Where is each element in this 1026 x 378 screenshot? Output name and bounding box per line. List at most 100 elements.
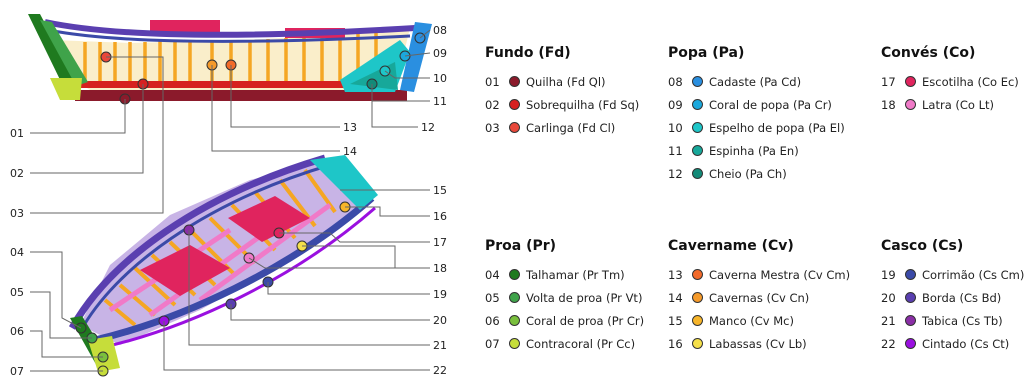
legend-label: Cavernas (Cv Cn) <box>709 290 810 305</box>
legend-label: Escotilha (Co Ec) <box>922 74 1019 89</box>
legend-number: 05 <box>485 290 500 305</box>
persp-hatch-2 <box>228 196 310 242</box>
legend-label: Coral de popa (Pa Cr) <box>709 97 832 112</box>
legend-item: 14 Cavernas (Cv Cn) <box>668 286 850 309</box>
legend-item: 09 Coral de popa (Pa Cr) <box>668 93 845 116</box>
legend-number: 04 <box>485 267 500 282</box>
legend-label: Corrimão (Cs Cm) <box>922 267 1025 282</box>
legend-label: Manco (Cv Mc) <box>709 313 794 328</box>
callout-01: 01 <box>10 127 24 140</box>
legend-item: 16 Labassas (Cv Lb) <box>668 332 850 355</box>
callout-17: 17 <box>433 236 447 249</box>
legend-label: Sobrequilha (Fd Sq) <box>526 97 640 112</box>
legend-number: 17 <box>881 74 896 89</box>
legend-label: Tabica (Cs Tb) <box>922 313 1003 328</box>
legend-label: Quilha (Fd Ql) <box>526 74 606 89</box>
swatch-tabica <box>905 315 916 326</box>
swatch-espelho-popa <box>692 122 703 133</box>
side-keelson <box>80 81 390 88</box>
swatch-carlinga <box>509 122 520 133</box>
callout-21: 21 <box>433 339 447 352</box>
legend-number: 10 <box>668 120 683 135</box>
legend-item: 06 Coral de proa (Pr Cr) <box>485 309 644 332</box>
legend-number: 11 <box>668 143 683 158</box>
legend-number: 02 <box>485 97 500 112</box>
legend-label: Espinha (Pa En) <box>709 143 799 158</box>
callout-07: 07 <box>10 365 24 378</box>
side-keel <box>75 90 407 101</box>
legend-number: 18 <box>881 97 896 112</box>
swatch-coral-popa <box>692 99 703 110</box>
callout-04: 04 <box>10 246 24 259</box>
legend-title: Proa (Pr) <box>485 238 557 254</box>
swatch-cintado <box>905 338 916 349</box>
callout-14: 14 <box>343 145 357 158</box>
legend-number: 13 <box>668 267 683 282</box>
legend-popa: Popa (Pa) 08 Cadaste (Pa Cd) 09 Coral de p… <box>668 45 845 185</box>
legend-label: Espelho de popa (Pa El) <box>709 120 845 135</box>
swatch-coral-proa <box>509 315 520 326</box>
persp-cintado <box>99 206 376 350</box>
legend-number: 01 <box>485 74 500 89</box>
swatch-latra <box>905 99 916 110</box>
persp-hatch-1 <box>140 245 230 296</box>
legend-label: Coral de proa (Pr Cr) <box>526 313 645 328</box>
perspective-view-boat <box>68 154 378 377</box>
legend-number: 22 <box>881 336 896 351</box>
legend-number: 16 <box>668 336 683 351</box>
legend-title: Popa (Pa) <box>668 45 745 61</box>
callout-numbers: 01 02 03 04 05 06 07 08 09 10 11 12 13 1… <box>10 24 447 378</box>
swatch-manco <box>692 315 703 326</box>
legend-number: 07 <box>485 336 500 351</box>
legend-item: 19 Corrimão (Cs Cm) <box>881 263 1024 286</box>
legend-label: Cadaste (Pa Cd) <box>709 74 802 89</box>
side-bow-knee <box>50 78 82 100</box>
callout-03: 03 <box>10 207 24 220</box>
swatch-espinha <box>692 145 703 156</box>
swatch-cavernas <box>692 292 703 303</box>
callout-20: 20 <box>433 314 447 327</box>
legend-item: 10 Espelho de popa (Pa El) <box>668 116 845 139</box>
callout-06: 06 <box>10 325 24 338</box>
side-bow-apron <box>40 20 88 86</box>
legend-item: 15 Manco (Cv Mc) <box>668 309 850 332</box>
callout-09: 09 <box>433 47 447 60</box>
callout-16: 16 <box>433 210 447 223</box>
swatch-cheio <box>692 168 703 179</box>
legend-number: 19 <box>881 267 896 282</box>
boat-diagram: 01 02 03 04 05 06 07 08 09 10 11 12 13 1… <box>10 14 447 378</box>
legend-label: Labassas (Cv Lb) <box>709 336 807 351</box>
persp-transom <box>310 155 378 210</box>
legend-number: 14 <box>668 290 683 305</box>
side-view-boat <box>28 14 432 105</box>
leader-lines <box>30 29 431 372</box>
legend-item: 17 Escotilha (Co Ec) <box>881 70 1019 93</box>
legend-item: 02 Sobrequilha (Fd Sq) <box>485 93 639 116</box>
side-hatch-1 <box>150 20 220 32</box>
legend-label: Volta de proa (Pr Vt) <box>526 290 643 305</box>
callout-02: 02 <box>10 167 24 180</box>
legend-label: Talhamar (Pr Tm) <box>526 267 625 282</box>
swatch-escotilha <box>905 76 916 87</box>
legend-label: Borda (Cs Bd) <box>922 290 1002 305</box>
legend-number: 15 <box>668 313 683 328</box>
legend-title: Casco (Cs) <box>881 238 964 254</box>
callout-22: 22 <box>433 364 447 377</box>
legend-number: 06 <box>485 313 500 328</box>
legend-label: Caverna Mestra (Cv Cm) <box>709 267 851 282</box>
legend-label: Cintado (Cs Ct) <box>922 336 1010 351</box>
legend-number: 08 <box>668 74 683 89</box>
legend-item: 04 Talhamar (Pr Tm) <box>485 263 644 286</box>
legend-number: 09 <box>668 97 683 112</box>
legend-number: 12 <box>668 166 683 181</box>
callout-15: 15 <box>433 184 447 197</box>
legend-item: 05 Volta de proa (Pr Vt) <box>485 286 644 309</box>
